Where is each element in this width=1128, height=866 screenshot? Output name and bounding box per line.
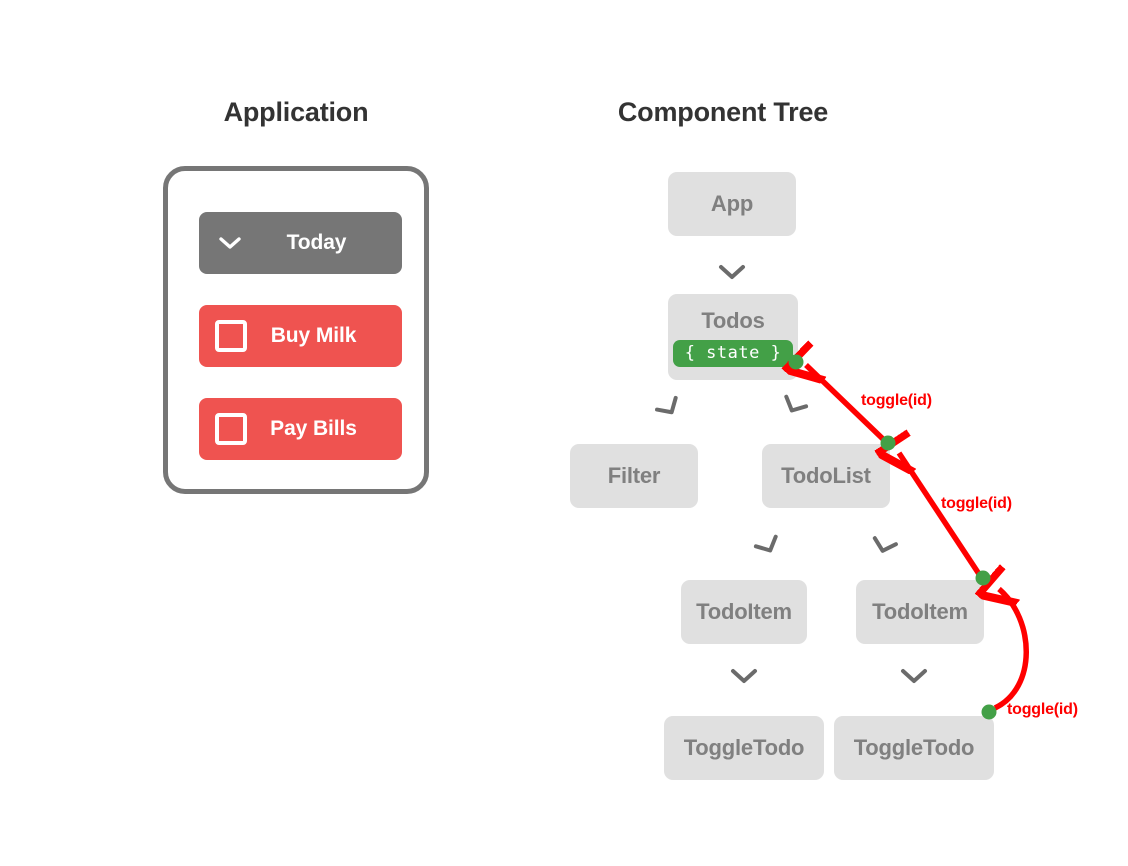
chevron-down-icon xyxy=(868,534,899,557)
chevron-down-icon xyxy=(730,668,758,684)
todo-item-buy-milk[interactable]: Buy Milk xyxy=(199,305,402,367)
chevron-down-icon xyxy=(752,533,784,560)
checkbox-empty-icon[interactable] xyxy=(215,413,247,445)
chevron-down-icon xyxy=(219,237,241,249)
chevron-down-icon xyxy=(778,393,810,420)
tree-node-app[interactable]: App xyxy=(668,172,796,236)
tree-node-todoitem-1[interactable]: TodoItem xyxy=(681,580,807,644)
todo-group-header-today[interactable]: Today xyxy=(199,212,402,274)
application-card: Today Buy Milk Pay Bills xyxy=(163,166,429,494)
tree-node-todolist[interactable]: TodoList xyxy=(762,444,890,508)
tree-node-filter[interactable]: Filter xyxy=(570,444,698,508)
component-tree-panel-title: Component Tree xyxy=(617,97,829,127)
chevron-down-icon xyxy=(653,394,685,422)
flow-label-toggle-2: toggle(id) xyxy=(941,495,1012,512)
tree-node-label: TodoList xyxy=(781,463,871,488)
tree-node-label: App xyxy=(710,191,754,216)
flow-label-toggle-3: toggle(id) xyxy=(1007,701,1078,718)
tree-node-label: ToggleTodo xyxy=(853,735,975,760)
state-badge: { state } xyxy=(672,339,794,367)
todo-item-label: Pay Bills xyxy=(270,417,357,440)
checkbox-empty-icon[interactable] xyxy=(215,320,247,352)
chevron-down-icon xyxy=(718,264,746,280)
tree-node-toggletodo-2[interactable]: ToggleTodo xyxy=(834,716,994,780)
flow-label-toggle-1: toggle(id) xyxy=(861,392,932,409)
tree-node-label: Todos xyxy=(701,307,765,333)
tree-node-label: ToggleTodo xyxy=(683,735,805,760)
tree-node-todoitem-2[interactable]: TodoItem xyxy=(856,580,984,644)
application-panel-title: Application xyxy=(223,97,369,127)
todo-item-label: Buy Milk xyxy=(270,324,357,347)
tree-node-todos[interactable]: Todos { state } xyxy=(668,294,798,380)
flow-arrow-todoitem-to-todolist xyxy=(899,453,982,576)
todo-group-header-label: Today xyxy=(286,231,347,254)
flow-arrow-toggletodo-to-todoitem xyxy=(995,589,1029,711)
tree-node-label: TodoItem xyxy=(872,599,968,624)
chevron-down-icon xyxy=(900,668,928,684)
tree-node-label: TodoItem xyxy=(696,599,792,624)
tree-node-label: Filter xyxy=(607,463,661,488)
tree-node-toggletodo-1[interactable]: ToggleTodo xyxy=(664,716,824,780)
todo-item-pay-bills[interactable]: Pay Bills xyxy=(199,398,402,460)
